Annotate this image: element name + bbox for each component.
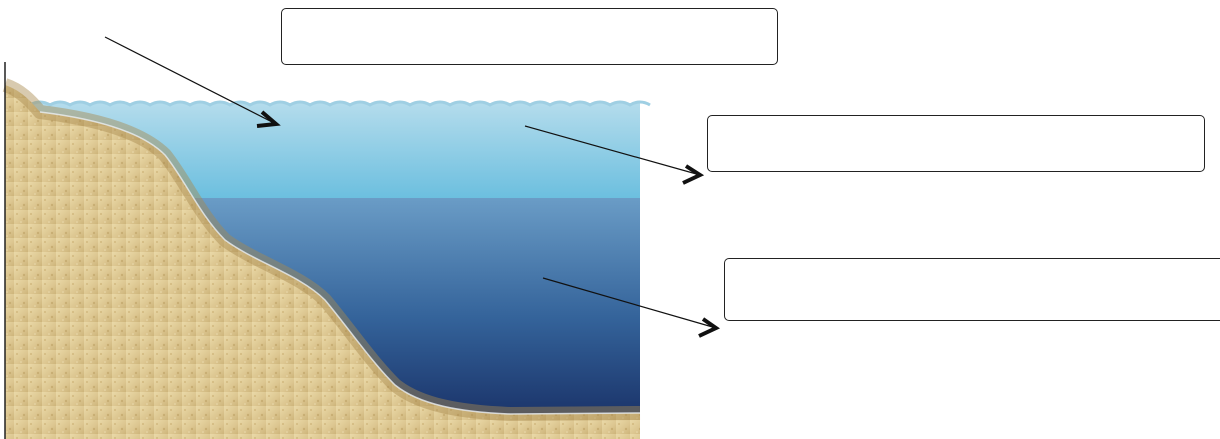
seabed-outline bbox=[39, 111, 641, 415]
arrow-middle bbox=[524, 125, 705, 185]
label-box-top[interactable] bbox=[281, 8, 778, 65]
arrow-top bbox=[104, 36, 281, 128]
arrow-bottom bbox=[542, 277, 720, 338]
label-box-middle[interactable] bbox=[707, 115, 1205, 172]
pointer-arrows bbox=[104, 36, 720, 338]
water-surface-waves bbox=[29, 100, 651, 107]
label-box-bottom[interactable] bbox=[724, 258, 1220, 321]
seabed-slope bbox=[5, 85, 640, 439]
